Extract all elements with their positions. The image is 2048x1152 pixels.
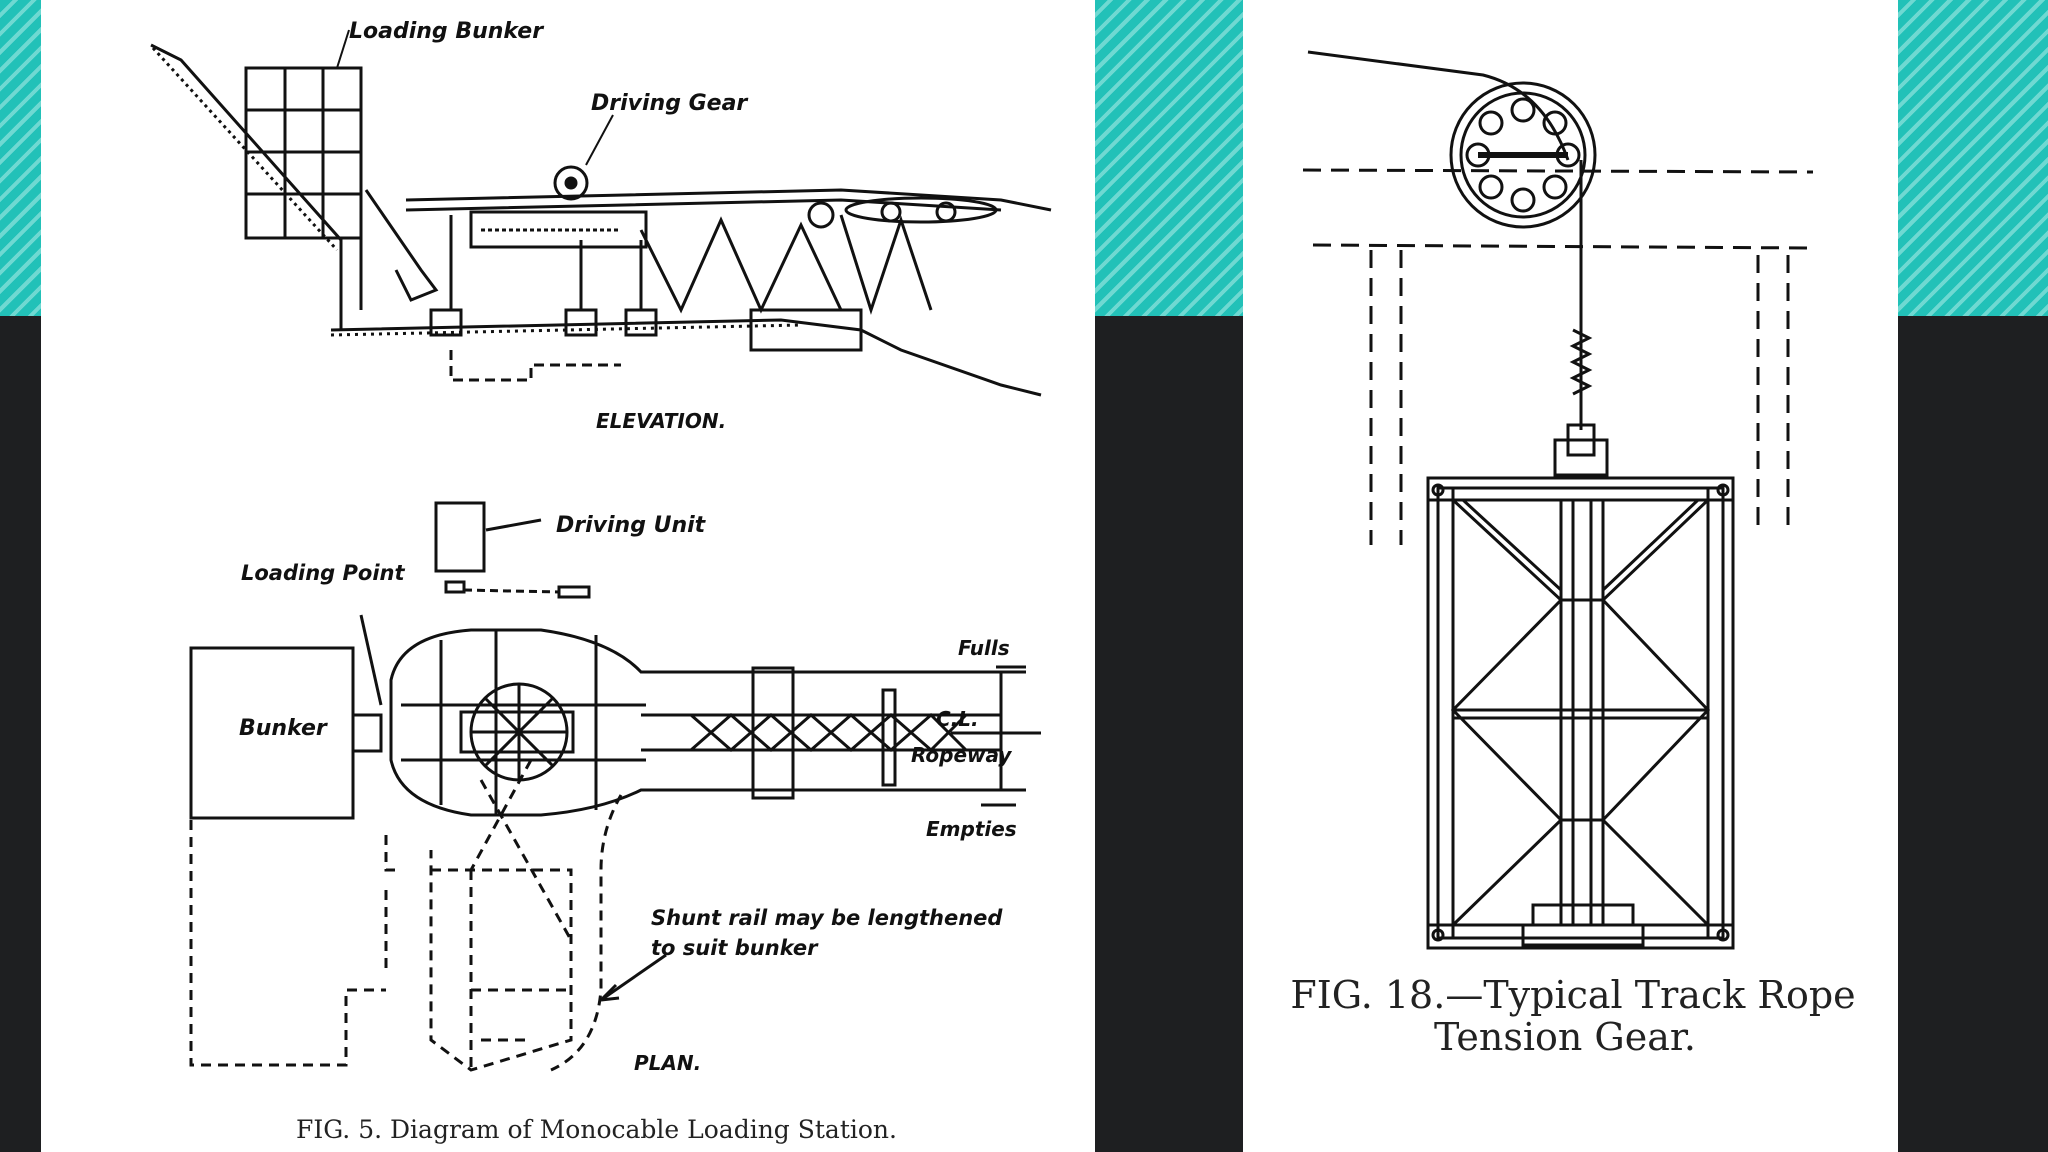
- label-shunt-note-1: Shunt rail may be lengthened: [651, 906, 1003, 930]
- label-driving-gear: Driving Gear: [591, 91, 748, 116]
- label-bunker: Bunker: [239, 716, 328, 741]
- figure-track-rope-tension-gear: FIG. 18.—Typical Track Rope Tension Gear…: [1243, 0, 1898, 1152]
- label-loading-bunker: Loading Bunker: [349, 19, 544, 44]
- figure-5-caption: FIG. 5. Diagram of Monocable Loading Sta…: [296, 1115, 897, 1144]
- label-fulls: Fulls: [958, 636, 1010, 660]
- terminal-outline: [389, 628, 1003, 817]
- figure-monocable-loading-station: Loading Bunker Driving Gear ELEVATION. D…: [41, 0, 1095, 1152]
- label-driving-unit: Driving Unit: [556, 513, 707, 538]
- accent-stripe-left: [0, 0, 41, 316]
- driving-unit-box: [434, 501, 486, 573]
- tension-gear-diagram: FIG. 18.—Typical Track Rope Tension Gear…: [1290, 50, 1856, 1059]
- central-weight-column: [1559, 498, 1605, 927]
- label-elevation: ELEVATION.: [596, 409, 726, 433]
- label-plan: PLAN.: [634, 1051, 701, 1075]
- accent-stripe-right: [1898, 0, 2048, 316]
- hill-slope: [150, 43, 343, 330]
- monocable-diagram: Loading Bunker Driving Gear ELEVATION. D…: [150, 19, 1052, 1144]
- sheave-wheel: [1449, 81, 1597, 229]
- driving-gear-wheel: [553, 165, 589, 201]
- label-ropeway: Ropeway: [911, 743, 1012, 767]
- accent-stripe-middle: [1095, 0, 1243, 316]
- tension-frame: [1426, 476, 1735, 950]
- label-empties: Empties: [926, 817, 1017, 841]
- figure-18-caption-line1: FIG. 18.—Typical Track Rope: [1290, 973, 1855, 1017]
- label-loading-point: Loading Point: [241, 561, 405, 585]
- track-rope: [1307, 50, 1570, 161]
- figure-18-caption-line2: Tension Gear.: [1434, 1015, 1696, 1059]
- label-shunt-note-2: to suit bunker: [651, 936, 819, 960]
- label-cl: C.L.: [936, 707, 979, 731]
